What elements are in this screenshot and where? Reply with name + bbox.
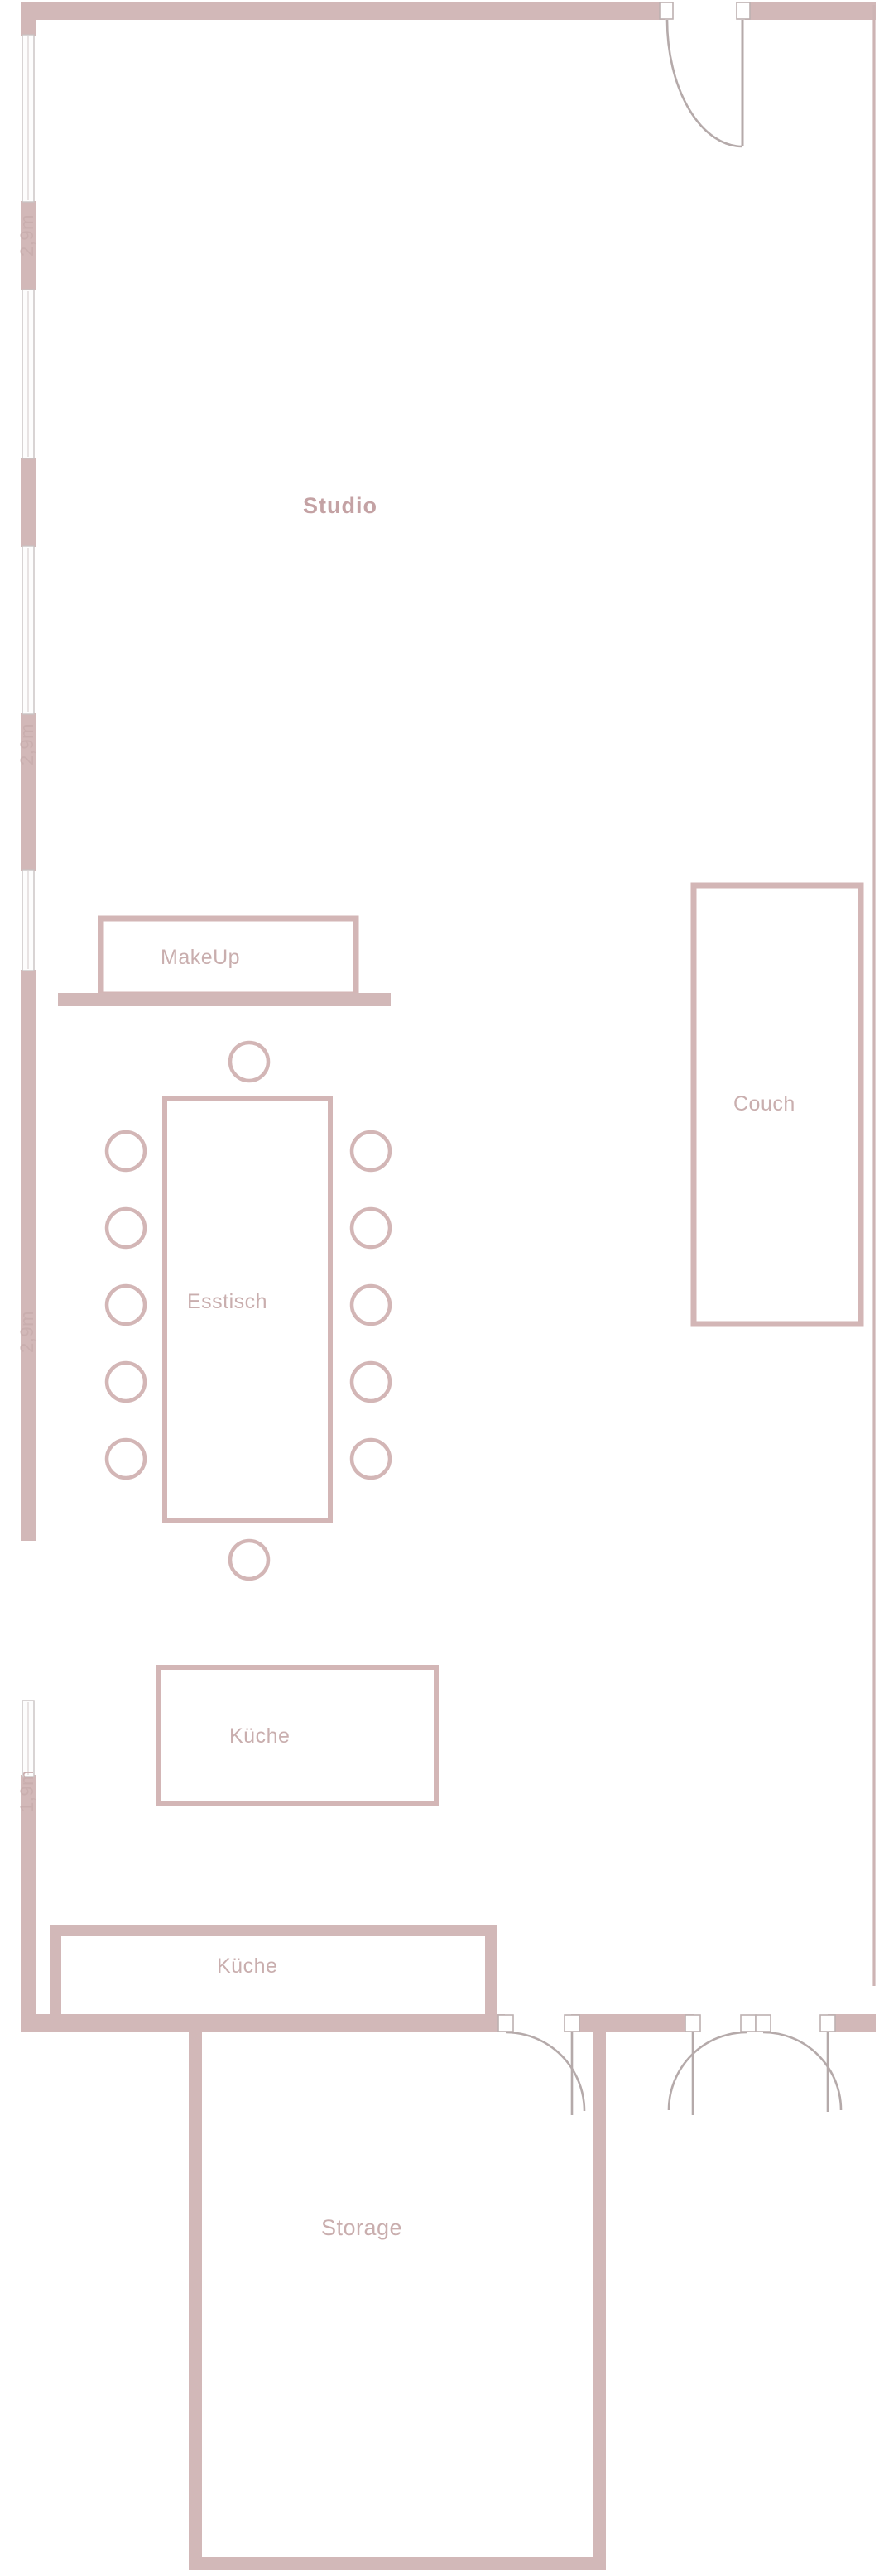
dining-table-shape[interactable] (162, 1096, 333, 1523)
wall-top-right (745, 2, 876, 20)
wall-makeup-partition (58, 993, 391, 1006)
kitchen-counter-shape[interactable] (50, 1925, 497, 2017)
chair-left-1[interactable] (104, 1130, 147, 1173)
chair-left-2[interactable] (104, 1206, 147, 1250)
door-bottom-left[interactable] (497, 2014, 586, 2112)
window-2 (22, 289, 35, 459)
wall-bottom-seg-2 (571, 2014, 694, 2032)
window-4 (22, 869, 35, 971)
wall-bottom-seg-1 (21, 2014, 505, 2032)
windows-left-group (22, 34, 35, 1777)
wall-storage-left (189, 2014, 202, 2570)
wall-left-seg-3 (21, 458, 36, 547)
door-bottom-right[interactable] (819, 2014, 836, 2112)
chair-right-4[interactable] (349, 1360, 392, 1403)
chair-left-5[interactable] (104, 1437, 147, 1480)
wall-left-seg-2 (21, 201, 36, 290)
couch-shape[interactable] (690, 882, 864, 1327)
chair-left-4[interactable] (104, 1360, 147, 1403)
chair-foot[interactable] (228, 1538, 271, 1581)
chair-left-3[interactable] (104, 1283, 147, 1326)
wall-top-left (21, 2, 665, 20)
window-3 (22, 545, 35, 715)
walls-group (21, 2, 876, 2570)
door-top[interactable] (659, 2, 751, 148)
makeup-shape[interactable] (98, 915, 359, 998)
chair-head[interactable] (228, 1040, 271, 1083)
chair-right-1[interactable] (349, 1130, 392, 1173)
doors-group (497, 2, 843, 2115)
chair-right-2[interactable] (349, 1206, 392, 1250)
chair-right-3[interactable] (349, 1283, 392, 1326)
furniture-group (50, 882, 864, 2017)
window-1 (22, 34, 35, 203)
wall-bottom-seg-3 (828, 2014, 876, 2032)
window-5 (22, 1700, 35, 1777)
wall-storage-right (593, 2014, 606, 2570)
wall-left-seg-1 (21, 2, 36, 36)
wall-left-seg-5 (21, 970, 36, 1541)
chair-right-5[interactable] (349, 1437, 392, 1480)
wall-left-seg-6 (21, 1775, 36, 2025)
kitchen-island-shape[interactable] (156, 1665, 439, 1806)
door-bottom-double[interactable] (564, 2014, 701, 2115)
door-bottom-center-double[interactable] (667, 2014, 843, 2111)
wall-left-seg-4 (21, 713, 36, 871)
wall-storage-bottom (189, 2557, 606, 2570)
